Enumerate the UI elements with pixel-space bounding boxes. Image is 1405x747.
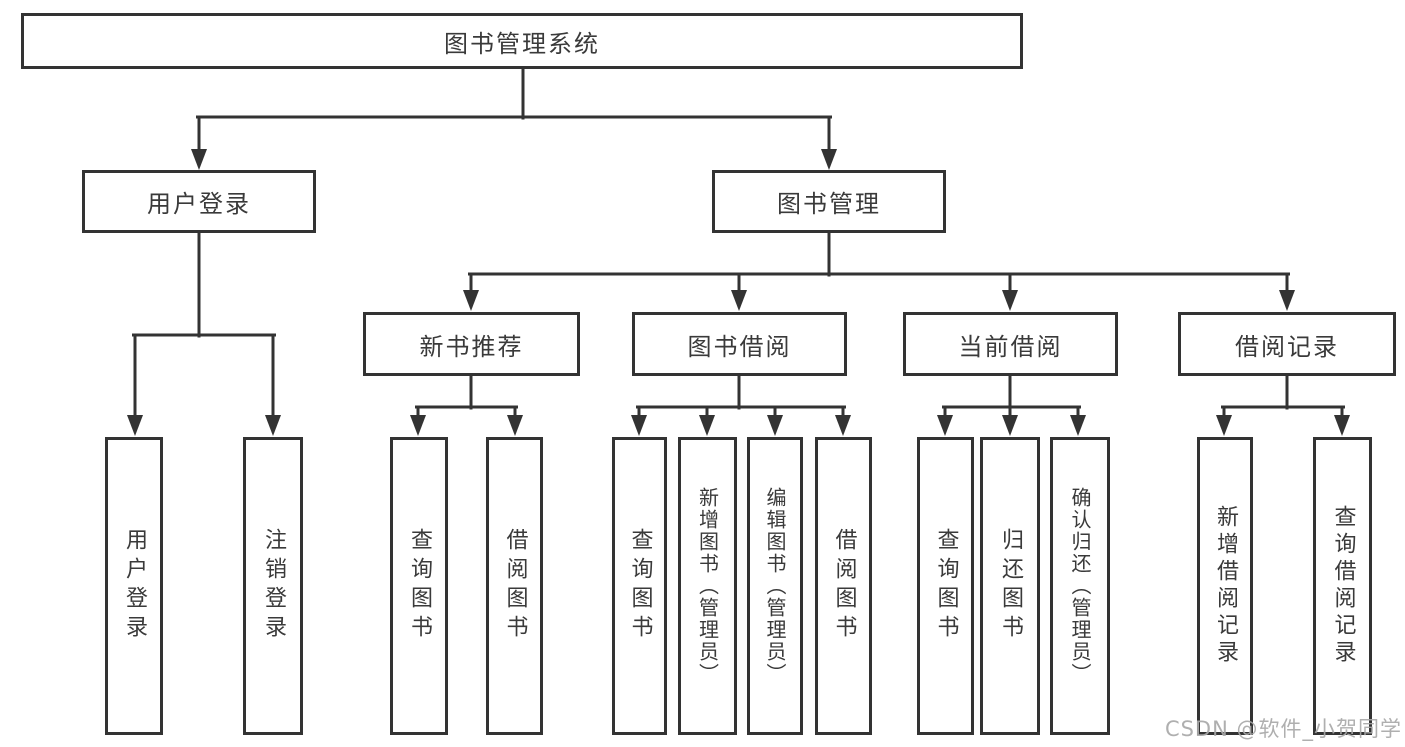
node-book-management-label: 图书管理 — [777, 190, 881, 218]
node-current-borrow: 当前借阅 — [903, 312, 1118, 376]
connector-bookmgmt-to-level3 — [463, 231, 1295, 311]
leaf-bb-borrow-book: 借阅图书 — [815, 437, 872, 735]
node-borrow-records: 借阅记录 — [1178, 312, 1396, 376]
leaf-logout: 注销登录 — [243, 437, 303, 735]
node-new-book-recommend-label: 新书推荐 — [419, 332, 524, 361]
connector-root-to-level2 — [191, 67, 837, 170]
connector-bookborrow-to-children — [631, 374, 851, 436]
node-new-book-recommend: 新书推荐 — [363, 312, 580, 376]
csdn-watermark: CSDN @软件_小贺同学 — [1164, 717, 1402, 741]
leaf-nb-borrow-book-label: 借阅图书 — [502, 528, 528, 644]
leaf-bb-borrow-book-label: 借阅图书 — [831, 528, 857, 644]
connector-records-to-children — [1216, 374, 1350, 436]
node-book-borrow-label: 图书借阅 — [687, 332, 792, 361]
leaf-cb-return-book-label: 归还图书 — [998, 528, 1023, 644]
leaf-logout-label: 注销登录 — [261, 528, 286, 644]
connector-userlogin-to-children — [127, 231, 281, 436]
connector-newbooks-to-children — [410, 374, 523, 436]
node-borrow-records-label: 借阅记录 — [1235, 332, 1339, 361]
leaf-br-add-record-label: 新增借阅记录 — [1213, 505, 1238, 667]
leaf-user-login: 用户登录 — [105, 437, 163, 735]
node-current-borrow-label: 当前借阅 — [958, 332, 1063, 361]
node-user-login: 用户登录 — [82, 170, 316, 233]
leaf-bb-edit-book-admin: 编辑图书（管理员） — [747, 437, 803, 735]
node-book-borrow: 图书借阅 — [632, 312, 847, 376]
leaf-br-query-record: 查询借阅记录 — [1313, 437, 1372, 735]
node-user-login-label: 用户登录 — [147, 190, 251, 218]
leaf-bb-query-book: 查询图书 — [612, 437, 667, 735]
leaf-br-add-record: 新增借阅记录 — [1197, 437, 1253, 735]
node-root: 图书管理系统 — [21, 13, 1023, 69]
leaf-nb-query-book-label: 查询图书 — [407, 528, 432, 644]
leaf-user-login-label: 用户登录 — [122, 528, 147, 644]
node-book-management: 图书管理 — [712, 170, 946, 233]
leaf-bb-query-book-label: 查询图书 — [627, 528, 653, 644]
connector-currentborrow-to-children — [937, 374, 1086, 436]
leaf-nb-query-book: 查询图书 — [390, 437, 448, 735]
leaf-br-query-record-label: 查询借阅记录 — [1330, 505, 1356, 667]
leaf-bb-add-book-admin: 新增图书（管理员） — [678, 437, 737, 735]
leaf-bb-add-book-admin-label: 新增图书（管理员） — [695, 487, 720, 685]
leaf-cb-confirm-return-admin: 确认归还（管理员） — [1050, 437, 1110, 735]
leaf-nb-borrow-book: 借阅图书 — [486, 437, 543, 735]
leaf-cb-query-book-label: 查询图书 — [933, 528, 959, 644]
leaf-cb-confirm-return-admin-label: 确认归还（管理员） — [1068, 487, 1092, 685]
leaf-cb-query-book: 查询图书 — [917, 437, 974, 735]
leaf-bb-edit-book-admin-label: 编辑图书（管理员） — [763, 487, 787, 685]
node-root-label: 图书管理系统 — [444, 29, 600, 58]
leaf-cb-return-book: 归还图书 — [980, 437, 1040, 735]
